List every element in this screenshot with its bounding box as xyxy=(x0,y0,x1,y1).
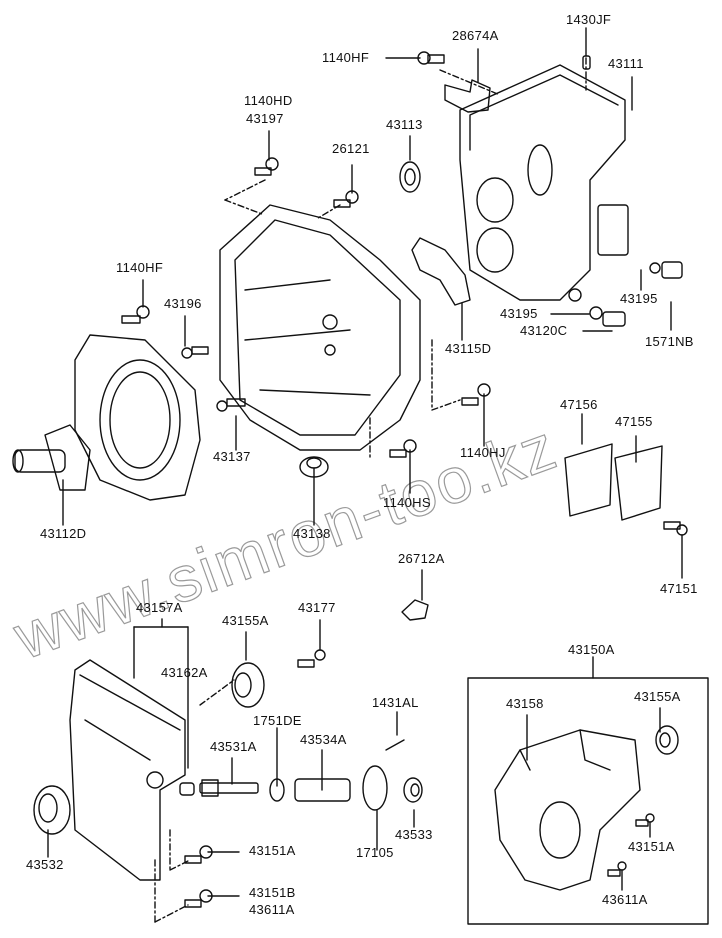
cover-47155 xyxy=(614,445,663,521)
washer-1751DE xyxy=(269,778,285,802)
label-43113: 43113 xyxy=(386,117,423,132)
label-43162A: 43162A xyxy=(161,665,208,680)
label-43158: 43158 xyxy=(506,696,544,711)
label-43196: 43196 xyxy=(164,296,202,311)
label-43531A: 43531A xyxy=(210,739,257,754)
bolt-43151A-left xyxy=(184,845,213,864)
gasket-47156 xyxy=(564,443,613,517)
label-43155A-right: 43155A xyxy=(634,689,681,704)
label-43532: 43532 xyxy=(26,857,64,872)
pin-1431AL xyxy=(385,739,405,751)
label-1140HF-left: 1140HF xyxy=(116,260,164,275)
label-43137: 43137 xyxy=(213,449,251,464)
label-43157A: 43157A xyxy=(136,600,183,615)
bolt-1140HD xyxy=(254,157,279,176)
bearing-retainer xyxy=(74,334,201,501)
oring-17105 xyxy=(362,765,388,811)
seal-43155A-right xyxy=(655,725,679,755)
assembly-box-43150A xyxy=(467,677,709,925)
label-43151B: 43151B xyxy=(249,885,296,900)
label-43150A: 43150A xyxy=(568,642,615,657)
bolt-1140HF-left xyxy=(121,305,150,324)
extension-housing-43157A xyxy=(69,659,186,881)
bolt-43611A-right xyxy=(607,861,627,877)
label-43151A-left: 43151A xyxy=(249,843,296,858)
label-43111: 43111 xyxy=(608,56,644,71)
label-1140HD: 1140HD xyxy=(244,93,293,108)
label-1140HF-top: 1140HF xyxy=(322,50,370,65)
label-47155: 47155 xyxy=(615,414,653,429)
bolt-43196 xyxy=(181,346,209,359)
leader-lines xyxy=(47,27,683,897)
label-1140HJ: 1140HJ xyxy=(460,445,506,460)
label-43611A-right: 43611A xyxy=(602,892,648,907)
gear-43531A xyxy=(199,779,259,797)
label-43534A: 43534A xyxy=(300,732,347,747)
sleeve-43533 xyxy=(403,777,423,803)
bolt-47151 xyxy=(663,521,688,536)
label-43533: 43533 xyxy=(395,827,433,842)
gasket-43115D xyxy=(411,237,471,306)
label-43115D: 43115D xyxy=(445,341,492,356)
bolt-26121 xyxy=(333,190,359,208)
label-43120C: 43120C xyxy=(520,323,568,338)
label-1140HS: 1140HS xyxy=(383,495,431,510)
bolt-43151A-right xyxy=(635,813,655,827)
sensor-43534A xyxy=(294,778,351,802)
label-1571NB: 1571NB xyxy=(645,334,694,349)
assembly-lines xyxy=(154,57,587,923)
seal-43532 xyxy=(33,785,71,835)
bolt-1140HJ xyxy=(461,383,491,406)
label-43197: 43197 xyxy=(246,111,284,126)
bolt-43177 xyxy=(297,649,326,668)
plug-43162A xyxy=(179,782,195,796)
label-43138: 43138 xyxy=(293,526,331,541)
bolt-1140HF-top xyxy=(417,51,445,65)
plug-1571NB xyxy=(649,261,683,279)
label-47156: 47156 xyxy=(560,397,598,412)
label-28674A: 28674A xyxy=(452,28,499,43)
bearing-sleeve-43112D xyxy=(12,424,91,491)
label-1751DE: 1751DE xyxy=(253,713,302,728)
label-43195-b: 43195 xyxy=(500,306,538,321)
plug-43120C xyxy=(589,306,626,327)
label-43155A-left: 43155A xyxy=(222,613,269,628)
transaxle-case-43111 xyxy=(459,64,629,302)
pin-1430JF xyxy=(582,55,591,70)
label-43195-a: 43195 xyxy=(620,291,658,306)
label-43112D: 43112D xyxy=(40,526,87,541)
clip-26712A xyxy=(401,599,429,621)
label-43611A-left: 43611A xyxy=(249,902,295,917)
transaxle-case-43158 xyxy=(494,729,641,891)
label-43177: 43177 xyxy=(298,600,336,615)
bolt-1140HS xyxy=(389,439,417,458)
label-26121: 26121 xyxy=(332,141,370,156)
label-43151A-right: 43151A xyxy=(628,839,675,854)
label-47151: 47151 xyxy=(660,581,698,596)
label-26712A: 26712A xyxy=(398,551,445,566)
label-17105: 17105 xyxy=(356,845,394,860)
seal-43138 xyxy=(299,456,329,478)
seal-43155A-left xyxy=(231,662,265,708)
bolt-43151B xyxy=(184,889,213,908)
label-1431AL: 1431AL xyxy=(372,695,419,710)
seal-43113 xyxy=(399,161,421,193)
clutch-housing xyxy=(219,204,421,451)
bracket-28674A xyxy=(444,79,491,113)
label-1430JF: 1430JF xyxy=(566,12,612,27)
